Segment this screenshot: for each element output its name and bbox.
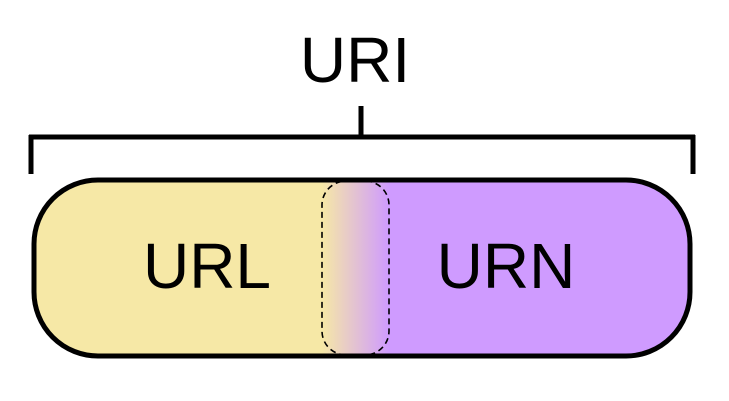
uri-label: URI (300, 24, 410, 96)
uri-pill-fills (34, 180, 690, 356)
url-label: URL (143, 230, 271, 302)
uri-pill-outline (31, 177, 693, 359)
overlap-region (322, 180, 389, 356)
uri-bracket (28, 106, 696, 174)
urn-label: URN (437, 230, 576, 302)
url-region (34, 180, 356, 356)
urn-region (356, 180, 690, 356)
